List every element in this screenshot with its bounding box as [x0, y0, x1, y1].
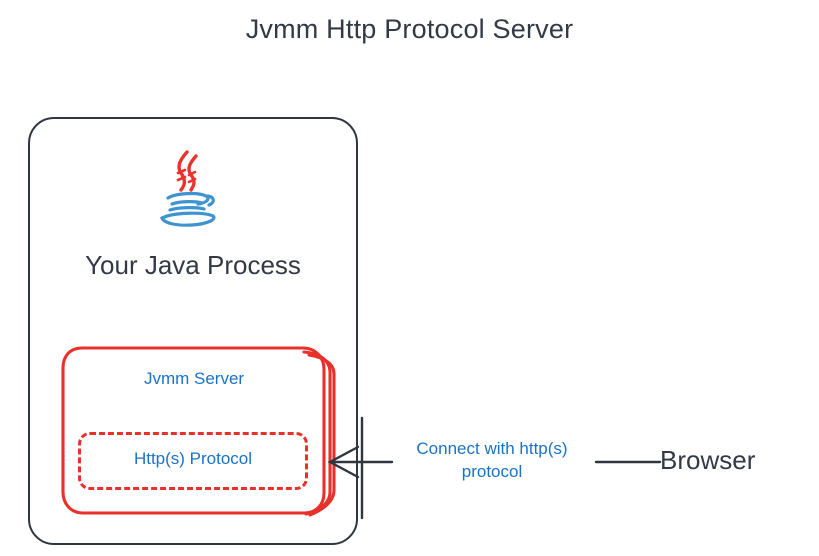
connection-label-line-2: protocol — [461, 462, 523, 481]
java-logo-icon — [146, 146, 226, 236]
jvmm-server-label: Jvmm Server — [143, 369, 245, 388]
jvmm-server-container — [60, 344, 336, 517]
arrow-left-icon — [327, 445, 360, 479]
java-process-label: Your Java Process — [85, 250, 301, 280]
connector-group — [327, 416, 662, 520]
browser-label: Browser — [660, 445, 756, 475]
connection-label: Connect with http(s) protocol — [392, 437, 592, 483]
http-protocol-container — [78, 432, 308, 490]
page-title: Jvmm Http Protocol Server — [245, 14, 574, 44]
connection-label-line-1: Connect with http(s) — [416, 439, 568, 458]
http-protocol-label: Http(s) Protocol — [133, 449, 253, 468]
